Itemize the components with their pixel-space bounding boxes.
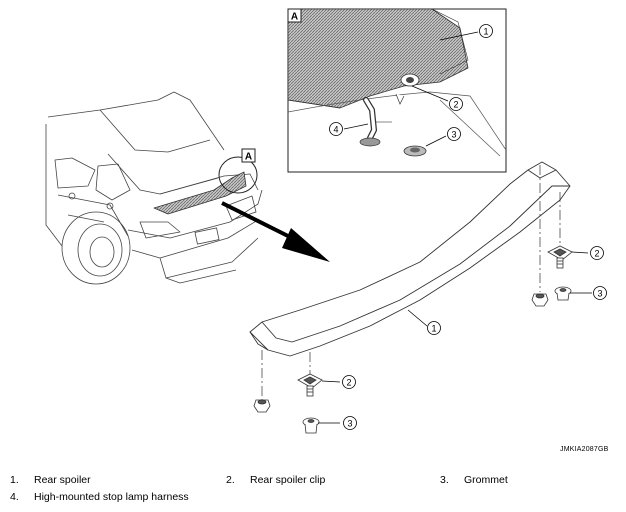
- legend-item-4: 4. High-mounted stop lamp harness: [10, 491, 189, 504]
- grommet-right: [554, 286, 572, 301]
- nut-left: [253, 399, 271, 413]
- spoiler-clip-left: [297, 373, 323, 397]
- legend-label: Rear spoiler: [34, 474, 91, 486]
- inset-callout-4: 4: [333, 125, 338, 135]
- legend-number: 2.: [226, 474, 235, 486]
- vehicle-rear-view: [45, 91, 263, 285]
- legend-label: Grommet: [464, 474, 508, 486]
- spoiler-clip-right: [547, 245, 573, 269]
- legend-number: 1.: [10, 474, 19, 486]
- callout-2-right: 2: [594, 249, 599, 259]
- inset-callout-1: 1: [483, 27, 488, 37]
- legend-label: High-mounted stop lamp harness: [34, 491, 189, 503]
- grommet-left: [302, 417, 320, 434]
- callout-3-right: 3: [597, 289, 602, 299]
- legend-label: Rear spoiler clip: [250, 474, 326, 486]
- callout-circles: [342, 246, 607, 430]
- callout-leaders: [318, 251, 592, 424]
- legend-number: 3.: [440, 474, 449, 486]
- nut-right: [531, 293, 549, 307]
- callout-1-spoiler: 1: [431, 324, 436, 334]
- legend-item-1: 1. Rear spoiler: [10, 474, 91, 487]
- rear-spoiler-part: [249, 161, 571, 357]
- detail-magnifier: [218, 148, 258, 194]
- figure-code: JMKIA2087GB: [560, 446, 609, 453]
- inset-callout-2: 2: [453, 100, 458, 110]
- callout-2-left: 2: [346, 378, 351, 388]
- legend-item-3: 3. Grommet: [440, 474, 508, 487]
- direction-arrow: [221, 201, 330, 262]
- callout-3-left: 3: [347, 419, 352, 429]
- assembly-lines: [261, 165, 561, 400]
- legend-item-2: 2. Rear spoiler clip: [226, 474, 325, 487]
- view-a-label-inset: A: [291, 12, 298, 23]
- legend-number: 4.: [10, 491, 19, 503]
- rear-spoiler-exploded-diagram: A: [45, 8, 607, 434]
- view-a-label-car: A: [245, 152, 252, 163]
- inset-callout-3: 3: [451, 130, 456, 140]
- detail-view-a: [287, 8, 507, 173]
